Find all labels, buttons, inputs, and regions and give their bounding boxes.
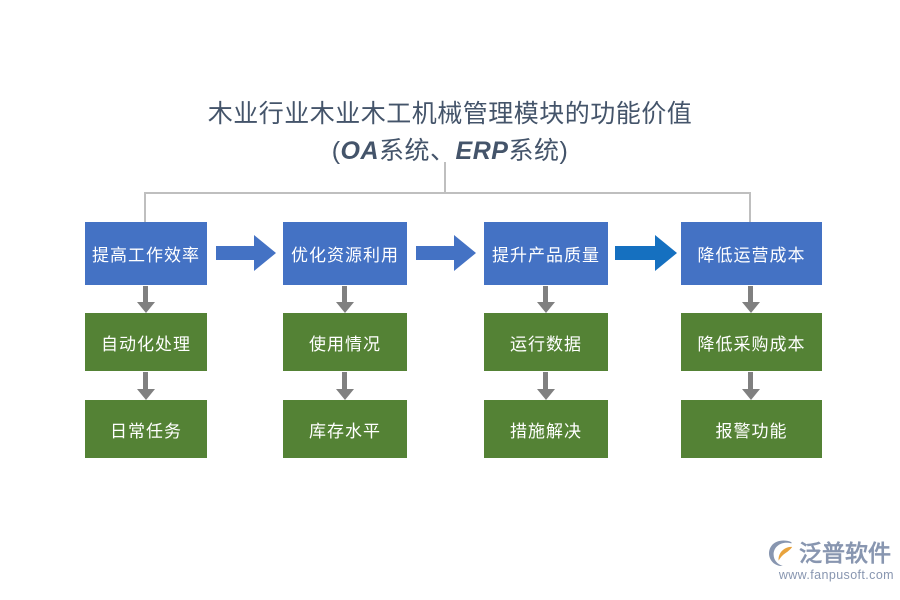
primary-node-1[interactable]: 提高工作效率	[85, 222, 207, 285]
title-paren-open: (	[331, 137, 341, 165]
step-node-2-1[interactable]: 使用情况	[283, 313, 407, 371]
down-arrow-2a	[336, 286, 354, 313]
title-paren-close: )	[559, 137, 569, 165]
logo-url: www.fanpusoft.com	[778, 568, 894, 582]
watermark-logo: 泛普软件 www.fanpusoft.com	[766, 536, 894, 588]
fanpu-logo-icon	[766, 538, 796, 568]
connector-leg-left	[144, 192, 146, 223]
connector-stem	[444, 162, 446, 193]
connector-horizontal-bar	[144, 192, 751, 194]
step-node-1-1[interactable]: 自动化处理	[85, 313, 207, 371]
title-line-2: (OA系统、ERP系统)	[0, 133, 900, 170]
down-arrow-3a	[537, 286, 555, 313]
title-line-1: 木业行业木业木工机械管理模块的功能价值	[207, 100, 693, 128]
flow-arrow-2	[416, 235, 476, 271]
down-arrow-4a	[742, 286, 760, 313]
diagram-title: 木业行业木业木工机械管理模块的功能价值 (OA系统、ERP系统)	[0, 96, 900, 170]
title-erp-label: ERP	[455, 137, 509, 165]
logo-name: 泛普软件	[799, 540, 891, 566]
logo-row: 泛普软件	[766, 536, 894, 570]
flow-arrow-3	[615, 235, 677, 271]
step-node-4-1[interactable]: 降低采购成本	[681, 313, 822, 371]
down-arrow-1a	[137, 286, 155, 313]
primary-node-2[interactable]: 优化资源利用	[283, 222, 407, 285]
step-node-2-2[interactable]: 库存水平	[283, 400, 407, 458]
primary-node-4[interactable]: 降低运营成本	[681, 222, 822, 285]
down-arrow-3b	[537, 372, 555, 400]
step-node-3-1[interactable]: 运行数据	[484, 313, 608, 371]
primary-node-3[interactable]: 提升产品质量	[484, 222, 608, 285]
connector-leg-right	[749, 192, 751, 223]
step-node-1-2[interactable]: 日常任务	[85, 400, 207, 458]
step-node-3-2[interactable]: 措施解决	[484, 400, 608, 458]
down-arrow-2b	[336, 372, 354, 400]
down-arrow-4b	[742, 372, 760, 400]
title-mid-2: 系统	[508, 137, 560, 165]
step-node-4-2[interactable]: 报警功能	[681, 400, 822, 458]
title-mid-1: 系统、	[379, 137, 456, 165]
flow-arrow-1	[216, 235, 276, 271]
title-oa-label: OA	[340, 137, 380, 165]
down-arrow-1b	[137, 372, 155, 400]
